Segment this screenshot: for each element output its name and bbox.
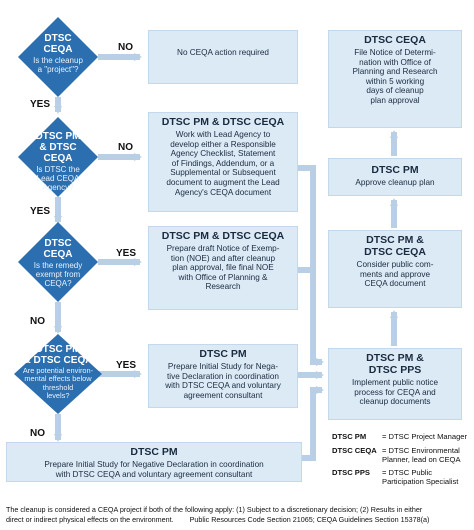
box-body: Prepare Initial Study for Nega- tive Dec…	[165, 362, 281, 400]
box-initial-study-bottom: DTSC PM Prepare Initial Study for Negati…	[6, 442, 302, 482]
legend-abbr: DTSC CEQA	[332, 446, 377, 455]
decision-exempt: DTSC CEQA Is the remedy exempt from CEQA…	[18, 222, 98, 302]
decision-question: Is DTSC the Lead CEQA Agency?	[36, 165, 80, 192]
box-body: File Notice of Determi- nation with Offi…	[352, 48, 438, 105]
box-title: DTSC PM	[371, 164, 419, 176]
box-title: DTSC PM & DTSC CEQA	[161, 116, 285, 128]
legend-abbr: DTSC PM	[332, 432, 367, 441]
label-no-2: NO	[118, 142, 133, 153]
decision-title: DTSC CEQA	[43, 33, 73, 55]
box-body: No CEQA action required	[177, 48, 269, 57]
box-title: DTSC PM	[130, 446, 178, 458]
box-initial-study: DTSC PM Prepare Initial Study for Nega- …	[148, 344, 298, 408]
box-title: DTSC PM	[199, 348, 247, 360]
box-no-ceqa: No CEQA action required	[148, 30, 298, 84]
label-yes-2: YES	[30, 206, 51, 217]
arrow-bottom-notice	[300, 386, 324, 461]
box-body: Prepare draft Notice of Exemp- tion (NOE…	[166, 244, 280, 292]
box-file-nod: DTSC CEQA File Notice of Determi- nation…	[328, 30, 462, 128]
legend-abbr: DTSC PPS	[332, 468, 370, 477]
legend-item-pps: DTSC PPS = DTSC Public Participation Spe…	[332, 468, 474, 488]
label-yes-3: YES	[116, 248, 137, 259]
decision-title: DTSC PM & DTSC CEQA	[35, 131, 81, 164]
label-no-4: NO	[30, 428, 45, 439]
box-body: Consider public com- ments and approve C…	[356, 260, 434, 289]
box-body: Work with Lead Agency to develop either …	[166, 130, 280, 197]
box-title: DTSC PM & DTSC CEQA	[364, 234, 426, 258]
footnote-line-2: direct or indirect physical effects on t…	[6, 515, 430, 524]
box-title: DTSC CEQA	[364, 34, 426, 46]
legend-item-pm: DTSC PM = DTSC Project Manager	[332, 432, 474, 442]
box-lead-agency: DTSC PM & DTSC CEQA Work with Lead Agenc…	[148, 112, 298, 212]
legend-def: = DTSC Public Participation Specialist	[382, 468, 459, 486]
box-approve: DTSC PM Approve cleanup plan	[328, 158, 462, 196]
label-yes-1: YES	[30, 99, 51, 110]
arrow-lead-notice	[297, 165, 324, 366]
label-no-3: NO	[30, 316, 45, 327]
decision-question: Is the remedy exempt from CEQA?	[33, 261, 83, 288]
label-yes-4: YES	[116, 360, 137, 371]
box-public-notice: DTSC PM & DTSC PPS Implement public noti…	[328, 348, 462, 420]
box-noe: DTSC PM & DTSC CEQA Prepare draft Notice…	[148, 226, 298, 310]
legend-def: = DTSC Environmental Planner, lead on CE…	[382, 446, 461, 464]
box-body: Prepare Initial Study for Negative Decla…	[44, 460, 264, 479]
decision-is-project: DTSC CEQA Is the cleanup a "project"?	[18, 17, 98, 97]
label-no-1: NO	[118, 42, 133, 53]
decision-title: DTSC CEQA	[43, 238, 73, 260]
decision-threshold: DTSC PM & DTSC CEQA Are potential enviro…	[14, 334, 102, 414]
footnote-line-1: The cleanup is considered a CEQA project…	[6, 505, 423, 514]
box-consider: DTSC PM & DTSC CEQA Consider public com-…	[328, 230, 462, 308]
box-body: Implement public notice process for CEQA…	[351, 378, 438, 407]
legend-item-ceqa: DTSC CEQA = DTSC Environmental Planner, …	[332, 446, 474, 466]
box-title: DTSC PM & DTSC CEQA	[161, 230, 285, 242]
box-body: Approve cleanup plan	[355, 178, 435, 187]
legend-def: = DTSC Project Manager	[382, 432, 468, 441]
decision-title: DTSC PM & DTSC CEQA	[23, 344, 93, 366]
decision-question: Is the cleanup a "project"?	[33, 56, 83, 74]
decision-question: Are potential environ- mental effects be…	[22, 366, 94, 401]
decision-lead-agency: DTSC PM & DTSC CEQA Is DTSC the Lead CEQ…	[18, 117, 98, 197]
box-title: DTSC PM & DTSC PPS	[366, 352, 424, 376]
